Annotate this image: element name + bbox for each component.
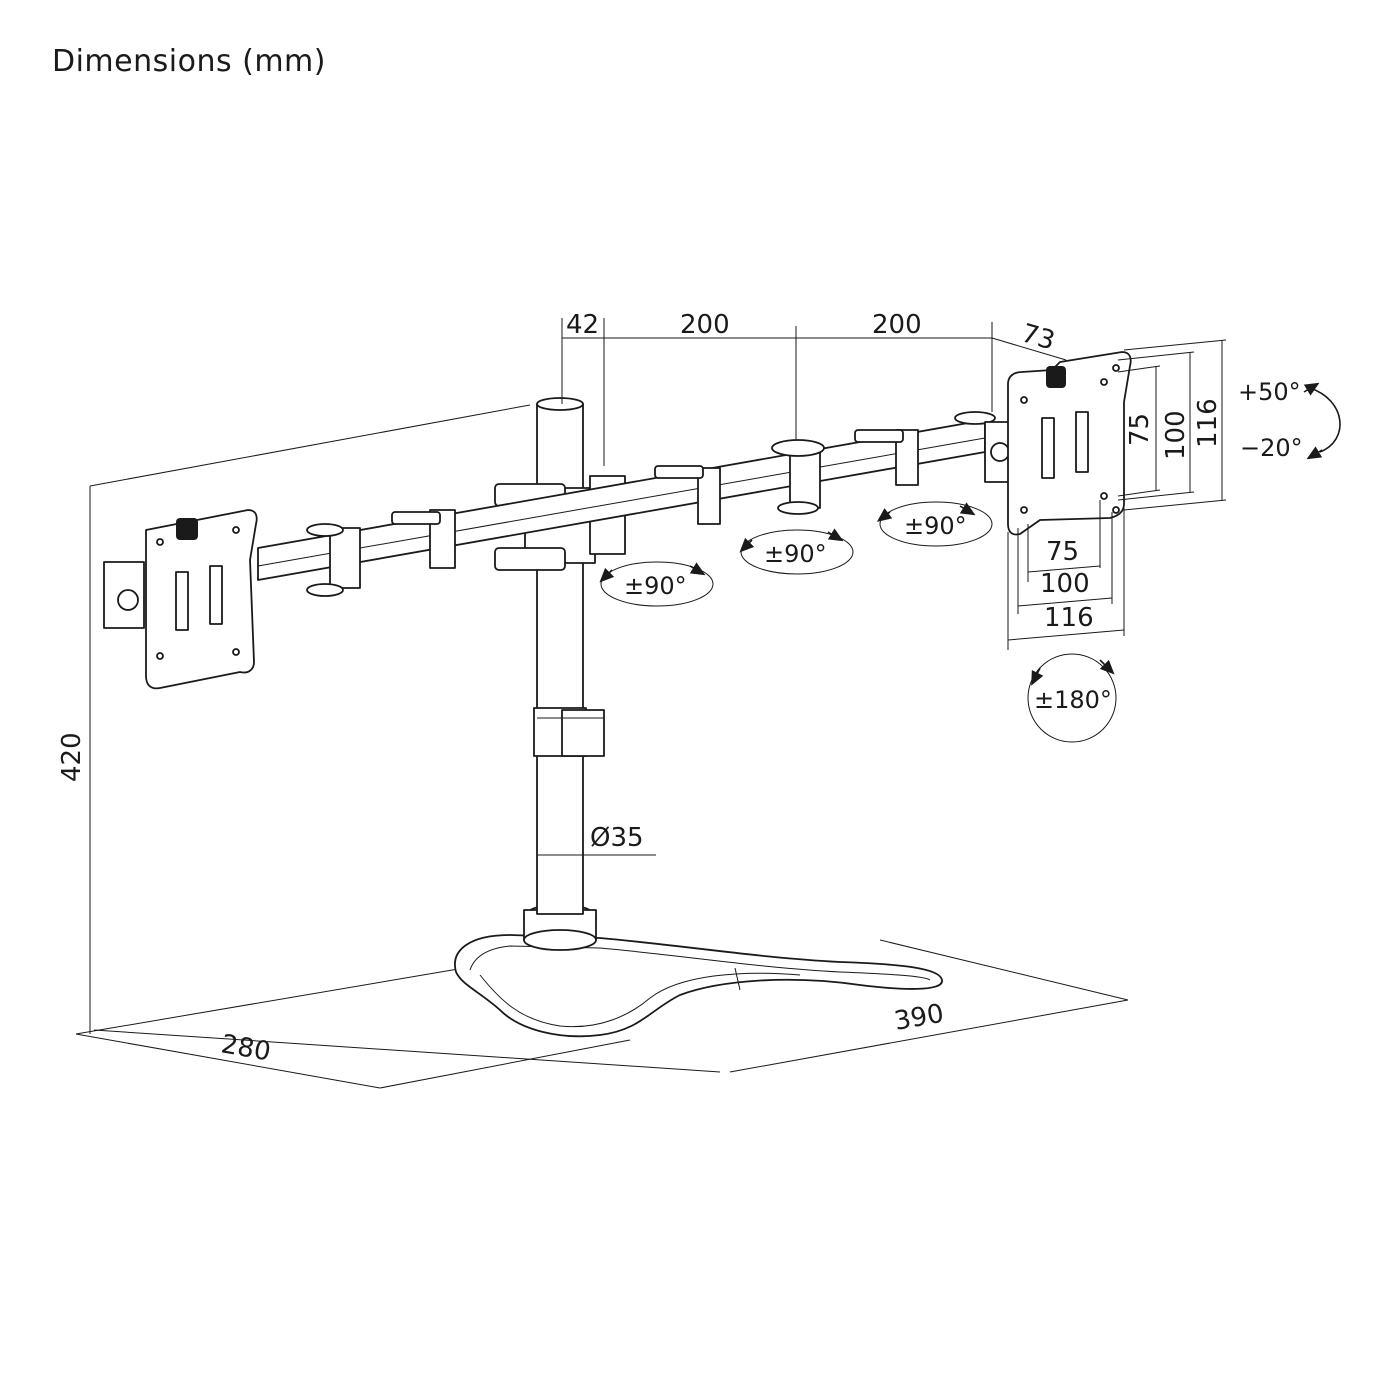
dim-top-offset: 42: [566, 310, 599, 340]
rot-swivel-3: ±90°: [904, 512, 967, 540]
page-title: Dimensions (mm): [52, 44, 326, 79]
rotation-indicators: [599, 382, 1341, 743]
rot-swivel-1: ±90°: [624, 572, 687, 600]
vesa-horizontal-dimensions: [1007, 500, 1125, 650]
dim-vesa-v-116: 116: [1193, 398, 1223, 448]
dim-pole-diameter: Ø35: [590, 823, 644, 853]
left-vesa-plate: [103, 509, 258, 690]
vesa-vertical-dimensions: [1117, 339, 1227, 511]
rot-tilt-up: +50°: [1238, 378, 1301, 406]
dim-base-width: 390: [892, 999, 946, 1037]
arm: [257, 411, 996, 597]
right-vesa-plate: [984, 351, 1132, 536]
rot-rotate: ±180°: [1034, 686, 1112, 714]
dim-vesa-h-100: 100: [1040, 569, 1090, 599]
rot-tilt-down: −20°: [1240, 434, 1303, 462]
dim-vesa-v-75: 75: [1125, 413, 1155, 446]
dim-arm-segment-1: 200: [680, 310, 730, 340]
dim-vesa-h-75: 75: [1046, 537, 1079, 567]
dim-height: 420: [57, 732, 87, 782]
height-dimension: [89, 404, 531, 1034]
floor-outline: [75, 939, 1129, 1089]
dim-base-depth: 280: [219, 1029, 273, 1067]
top-dimensions: [561, 318, 1067, 466]
dim-plate-offset: 73: [1018, 319, 1058, 357]
dim-vesa-h-116: 116: [1044, 603, 1094, 633]
rot-swivel-2: ±90°: [764, 540, 827, 568]
dim-vesa-v-100: 100: [1161, 410, 1191, 460]
stand-base: [454, 903, 943, 1038]
dim-arm-segment-2: 200: [872, 310, 922, 340]
